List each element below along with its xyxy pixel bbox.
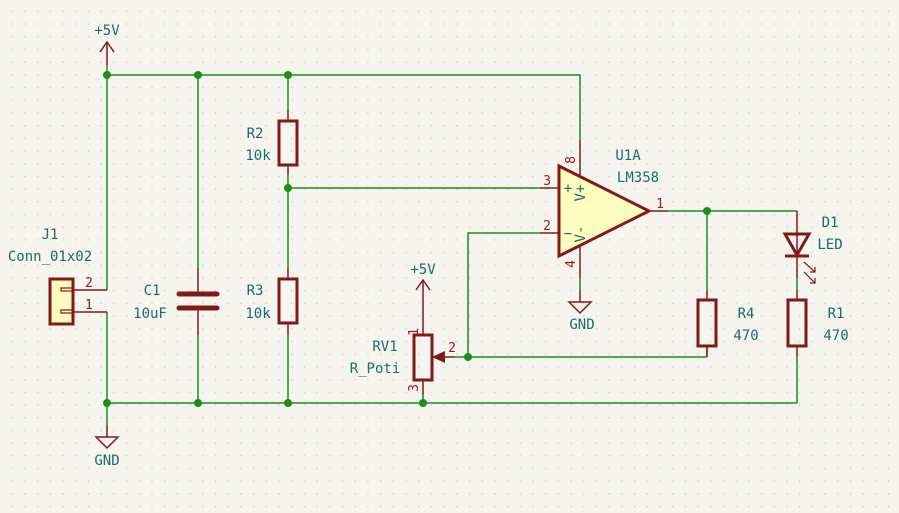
- opamp-body: [557, 163, 653, 259]
- vcc-label: +5V: [410, 262, 436, 278]
- ref-label: R4: [738, 306, 755, 322]
- ground-icon: [94, 436, 120, 450]
- junction-dot: [103, 71, 111, 79]
- power-gnd-opamp[interactable]: GND: [567, 290, 595, 333]
- junctions: [103, 71, 711, 407]
- resistor-r2[interactable]: R2 10k: [245, 110, 299, 175]
- junction-dot: [464, 353, 472, 361]
- pin-number: 1: [656, 197, 664, 212]
- ref-label: R2: [247, 126, 264, 142]
- value-label: 10k: [245, 306, 271, 322]
- opamp-u1a[interactable]: 3 2 1 8 4 + − V+ V- U1A LM358: [540, 140, 668, 278]
- pin-number: 2: [85, 276, 93, 291]
- value-label: LED: [817, 237, 842, 253]
- pin-number: 2: [448, 341, 456, 356]
- junction-dot: [194, 71, 202, 79]
- pin-number: 8: [564, 156, 579, 164]
- plus-sign: +: [564, 181, 572, 197]
- resistor-r4[interactable]: R4 470: [696, 290, 759, 357]
- value-label: Conn_01x02: [8, 249, 92, 265]
- connector-j1[interactable]: 2 1 J1 Conn_01x02: [8, 227, 107, 326]
- light-emission-icon: [803, 261, 816, 284]
- junction-dot: [703, 207, 711, 215]
- minus-sign: −: [564, 226, 572, 242]
- wire-vcc-rail[interactable]: [107, 74, 581, 140]
- pin-number: 3: [407, 384, 422, 392]
- ref-label: D1: [822, 215, 839, 231]
- junction-dot: [194, 399, 202, 407]
- wire-inv-feedback[interactable]: [467, 232, 540, 357]
- diode-triangle: [782, 232, 812, 259]
- junction-dot: [103, 399, 111, 407]
- vplus-label: V+: [573, 185, 589, 202]
- vminus-label: V-: [573, 226, 589, 243]
- ref-label: J1: [42, 227, 59, 243]
- ref-label: RV1: [372, 339, 397, 355]
- ref-label: R3: [247, 283, 264, 299]
- gnd-label: GND: [94, 453, 119, 469]
- potentiometer-rv1[interactable]: +5V 1 2 3 RV1 R_Poti: [350, 262, 456, 395]
- value-label: 10uF: [133, 306, 167, 322]
- arrow-up-icon: [99, 40, 115, 53]
- value-label: 10k: [245, 148, 271, 164]
- wires: [106, 65, 798, 425]
- power-vcc-main[interactable]: +5V: [94, 23, 120, 65]
- power-gnd-main[interactable]: GND: [94, 425, 120, 469]
- pin-number: 1: [407, 328, 422, 336]
- led-d1[interactable]: D1 LED: [782, 211, 843, 284]
- value-label: LM358: [617, 170, 659, 186]
- pin-number: 2: [543, 219, 551, 234]
- value-label: R_Poti: [350, 361, 401, 377]
- junction-dot: [419, 399, 427, 407]
- gnd-label: GND: [569, 317, 594, 333]
- resistor-r3[interactable]: R3 10k: [245, 268, 299, 335]
- ref-label: R1: [828, 306, 845, 322]
- value-label: 470: [823, 328, 848, 344]
- pin-number: 1: [85, 298, 93, 313]
- resistor-r1[interactable]: R1 470: [786, 290, 849, 357]
- connector-body: [48, 277, 75, 326]
- pin-number: 3: [543, 174, 551, 189]
- vcc-label: +5V: [94, 23, 120, 39]
- value-label: 470: [733, 328, 758, 344]
- capacitor-c1[interactable]: C1 10uF: [133, 268, 220, 335]
- arrow-up-icon: [415, 278, 431, 291]
- ground-icon: [567, 301, 593, 315]
- pin-number: 4: [564, 260, 579, 268]
- ref-label: C1: [144, 283, 161, 299]
- junction-dot: [284, 399, 292, 407]
- junction-dot: [284, 184, 292, 192]
- junction-dot: [284, 71, 292, 79]
- ref-label: U1A: [615, 148, 641, 164]
- wiper-arrow-icon: [432, 351, 445, 363]
